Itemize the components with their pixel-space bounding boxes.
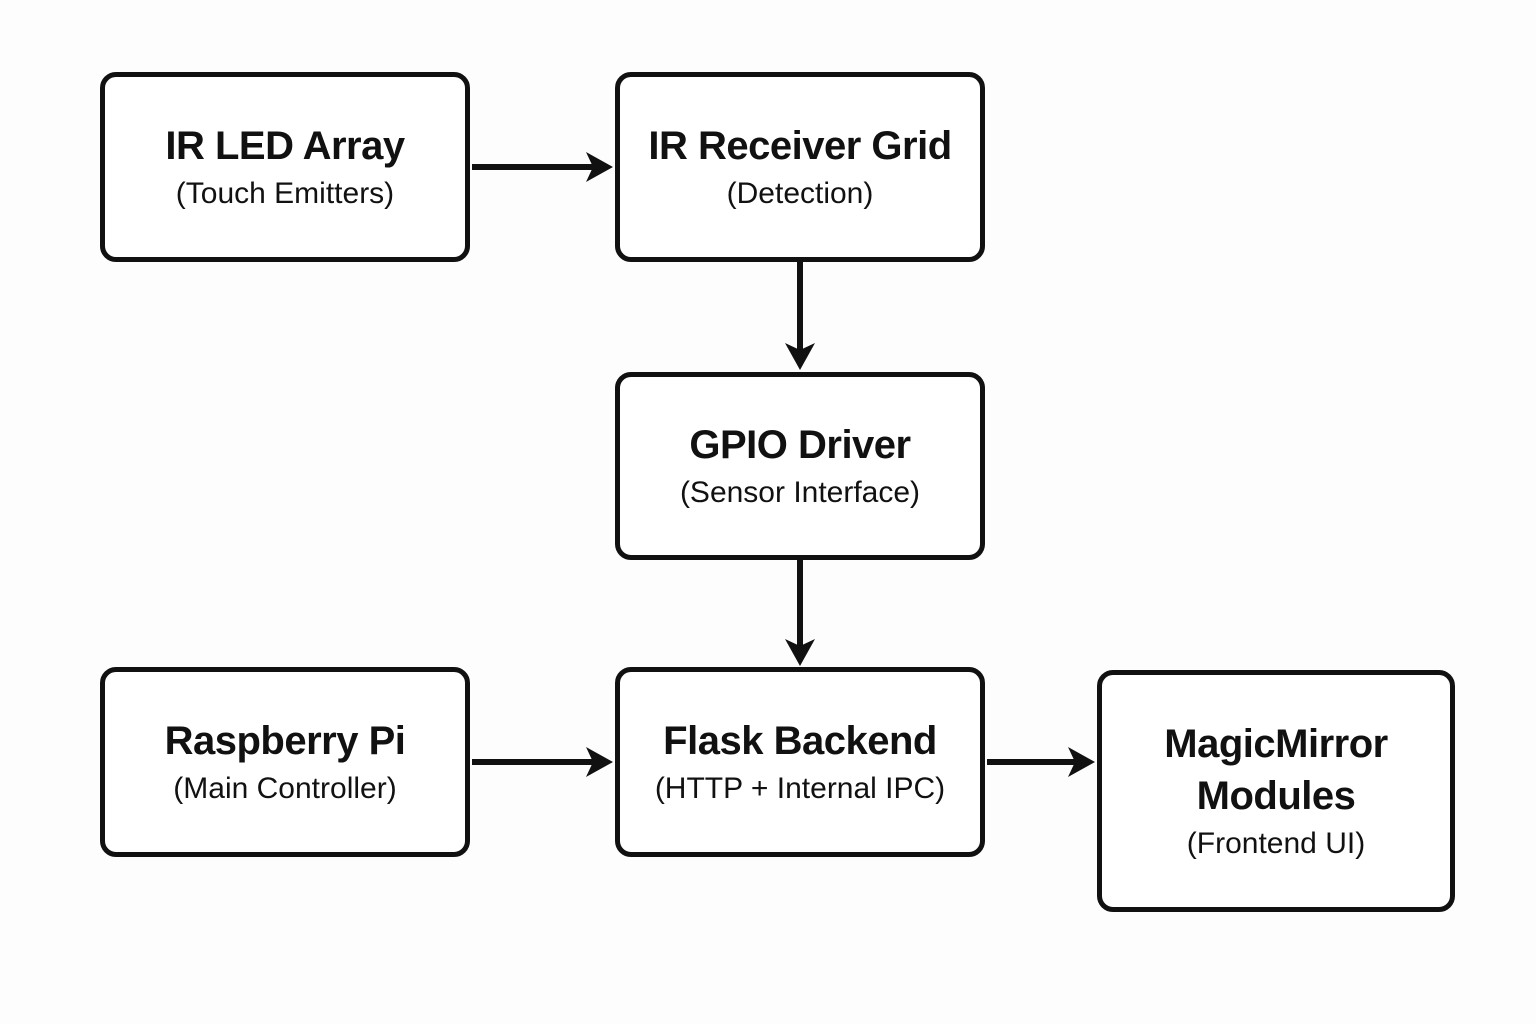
arrow-flask-backend-to-magicmirror-modules — [987, 747, 1095, 777]
node-title: IR LED Array — [165, 123, 405, 168]
node-gpio-driver: GPIO Driver (Sensor Interface) — [615, 372, 985, 560]
node-magicmirror-modules: MagicMirror Modules (Frontend UI) — [1097, 670, 1455, 912]
node-subtitle: (Frontend UI) — [1186, 826, 1366, 860]
node-raspberry-pi: Raspberry Pi (Main Controller) — [100, 667, 470, 857]
node-title: MagicMirror Modules — [1164, 722, 1388, 818]
node-title: IR Receiver Grid — [648, 123, 952, 168]
arrow-ir-led-array-to-ir-receiver-grid — [472, 152, 613, 182]
node-subtitle: (HTTP + Internal IPC) — [654, 772, 946, 806]
node-title: Raspberry Pi — [164, 718, 406, 763]
arrow-ir-receiver-grid-to-gpio-driver — [785, 260, 815, 370]
arrow-raspberry-pi-to-flask-backend — [472, 747, 613, 777]
node-subtitle: (Detection) — [726, 177, 874, 211]
node-subtitle: (Touch Emitters) — [175, 177, 395, 211]
node-flask-backend: Flask Backend (HTTP + Internal IPC) — [615, 667, 985, 857]
arrow-gpio-driver-to-flask-backend — [785, 558, 815, 666]
node-subtitle: (Main Controller) — [173, 772, 397, 806]
node-ir-receiver-grid: IR Receiver Grid (Detection) — [615, 72, 985, 262]
node-title: GPIO Driver — [689, 422, 911, 467]
node-ir-led-array: IR LED Array (Touch Emitters) — [100, 72, 470, 262]
node-subtitle: (Sensor Interface) — [679, 476, 921, 510]
node-title: Flask Backend — [663, 718, 937, 763]
